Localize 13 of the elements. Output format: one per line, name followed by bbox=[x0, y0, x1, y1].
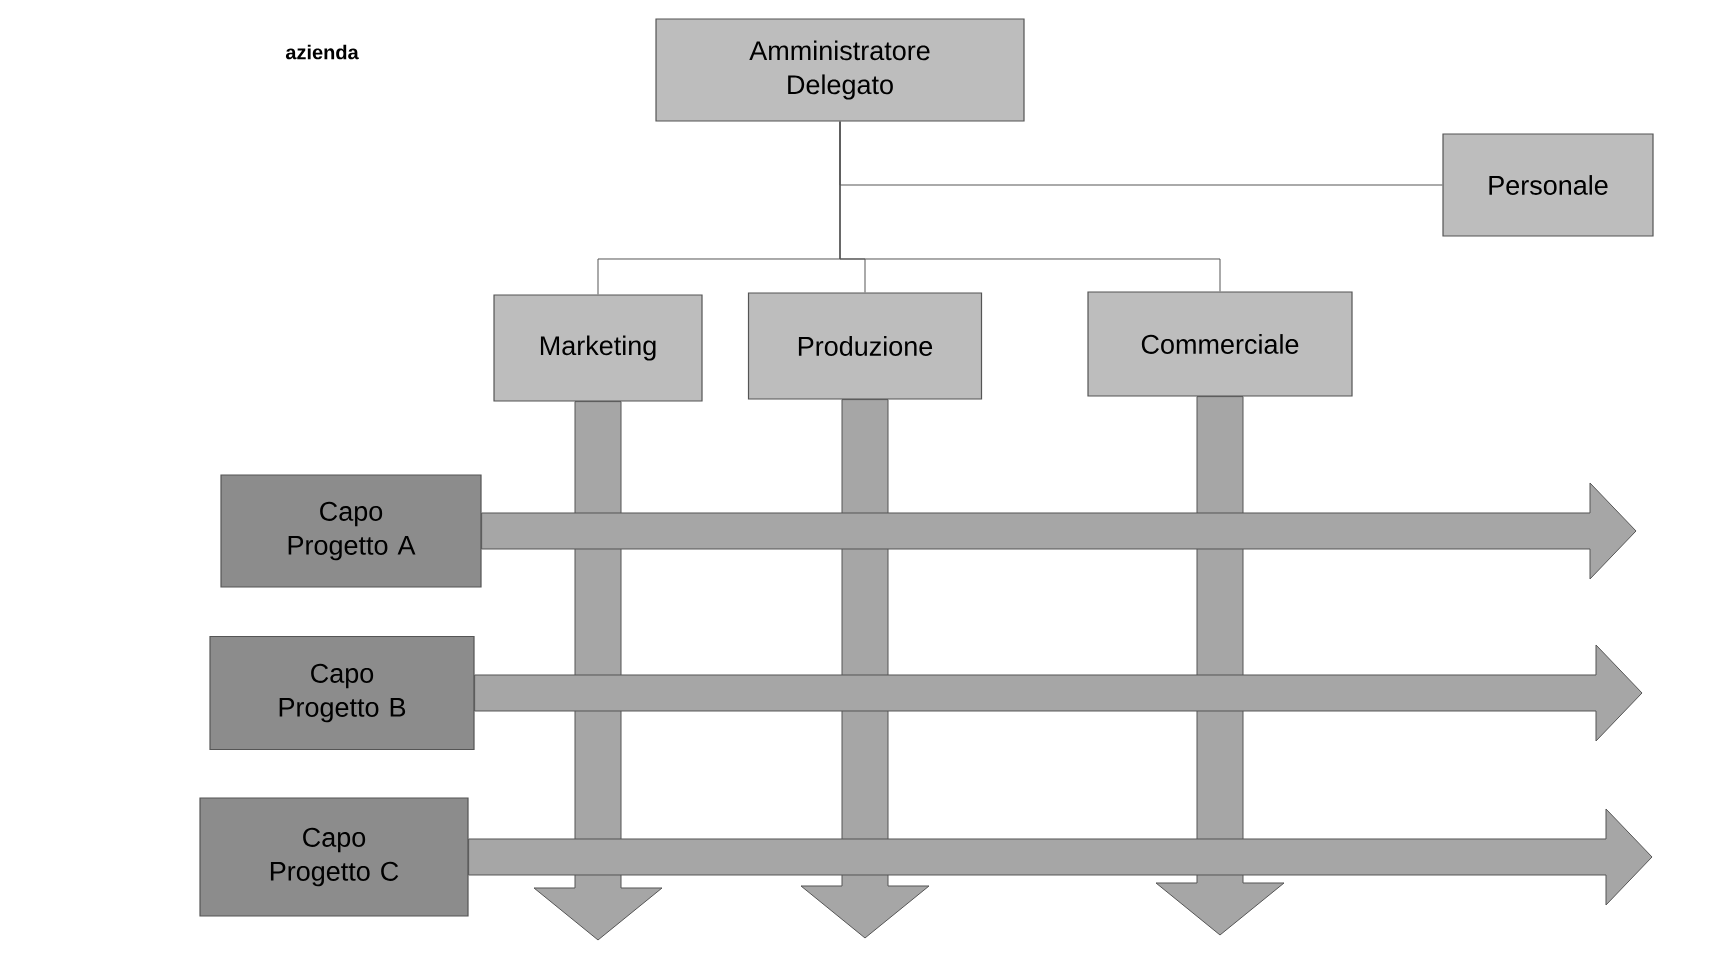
block-arrow bbox=[468, 808, 1653, 906]
caption-text: azienda bbox=[285, 44, 359, 60]
org-box: Produzione bbox=[747, 292, 983, 400]
org-box: Capo Progetto B bbox=[209, 635, 475, 751]
org-box: Capo Progetto A bbox=[220, 474, 482, 588]
block-arrow bbox=[481, 482, 1637, 580]
org-box: Capo Progetto C bbox=[199, 797, 469, 917]
block-arrow bbox=[474, 644, 1643, 742]
connector-line bbox=[839, 121, 1221, 292]
org-box: Commerciale bbox=[1087, 291, 1353, 397]
org-box: Personale bbox=[1442, 133, 1654, 237]
org-box: Amministratore Delegato bbox=[655, 18, 1025, 122]
org-box: Marketing bbox=[493, 294, 703, 402]
